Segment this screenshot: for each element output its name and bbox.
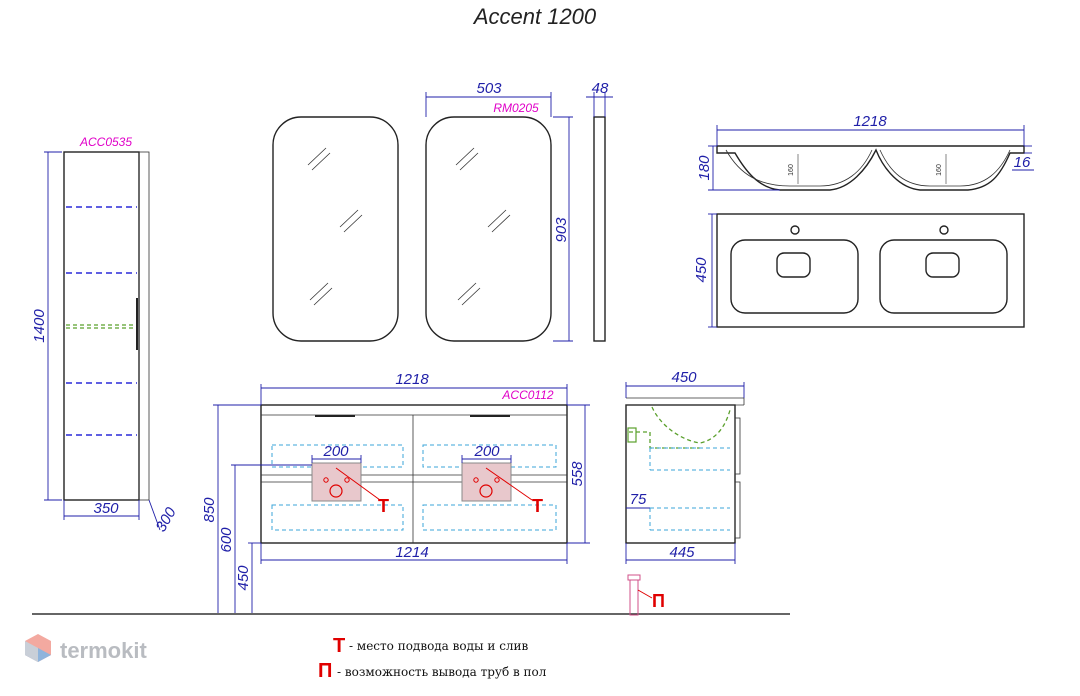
inlet-zone-dimension-left [311, 455, 362, 463]
cabinet-width-dimension [63, 500, 140, 520]
legend-floor-text: - возможность вывода труб в пол [337, 665, 547, 679]
vanity-side-view [625, 397, 745, 544]
vanity-height-label: 558 [569, 461, 586, 487]
sink-lip-dimension [1012, 145, 1034, 171]
water-inlet-zone-right [461, 462, 533, 502]
mirror-side-view [586, 92, 613, 342]
legend-floor-marker: П [318, 660, 332, 682]
sink-top-view [716, 213, 1025, 328]
inlet-zone-right-label: 200 [473, 443, 500, 460]
vanity-height-dimension [567, 404, 590, 544]
vanity-bottom-width-label: 1214 [395, 544, 428, 561]
inlet-zone-left-label: 200 [322, 443, 349, 460]
sink-depth-label: 450 [693, 257, 710, 283]
water-marker-right: Т [532, 496, 543, 516]
vanity-width-dimension [260, 384, 568, 405]
legend: Т - место подвода воды и слив П - возмож… [318, 635, 547, 682]
mirror-right [425, 116, 552, 342]
side-offset-label: 75 [630, 491, 647, 508]
floor-to-bottom-label: 450 [235, 565, 252, 591]
vanity-front-view [260, 404, 568, 544]
drawing-title: Accent 1200 [472, 4, 597, 29]
brand-hexagon-icon [25, 634, 51, 662]
sink-depth-dimension [708, 213, 717, 328]
side-depth-label: 450 [671, 369, 697, 386]
side-depth-dimension [625, 382, 745, 398]
floor-marker: П [652, 591, 665, 611]
floor-height-dimensions [213, 404, 312, 613]
tall-cabinet [63, 151, 150, 501]
mirror-depth-label: 48 [592, 80, 609, 97]
mirror-height-dimension [553, 116, 573, 342]
sink-height-label: 180 [696, 155, 713, 181]
vanity-bottom-width-dimension [260, 543, 568, 564]
side-bottom-depth-label: 445 [669, 544, 695, 561]
side-bottom-depth-dimension [625, 543, 736, 564]
mirror-height-label: 903 [553, 217, 570, 243]
sink-width-dimension [716, 125, 1025, 146]
sink-lip-label: 16 [1014, 154, 1031, 171]
sink-height-dimension [708, 145, 780, 191]
mirror-width-label: 503 [476, 80, 502, 97]
cabinet-width-label: 350 [93, 500, 119, 517]
floor-to-inlet-label: 600 [218, 527, 235, 553]
legend-water-text: - место подвода воды и слив [349, 639, 529, 653]
cabinet-height-dimension [44, 151, 62, 501]
sink-width-label: 1218 [853, 113, 887, 130]
cabinet-depth-leader [148, 499, 161, 531]
mirror-width-dimension [425, 92, 552, 117]
brand-name: termokit [60, 638, 147, 663]
mirror-left [272, 116, 399, 342]
sink-bowl-depth-left: 160 [788, 164, 795, 176]
vanity-width-label: 1218 [395, 371, 429, 388]
water-inlet-zone-left [311, 462, 381, 502]
water-marker-left: Т [378, 496, 389, 516]
sink-section-view [716, 145, 1025, 191]
mirror-code: RM0205 [493, 101, 539, 115]
vanity-code: ACC0112 [501, 388, 553, 402]
sink-bowl-depth-right: 160 [936, 164, 943, 176]
floor-to-top-label: 850 [201, 497, 218, 523]
floor-pipe [627, 574, 653, 616]
cabinet-code: ACC0535 [79, 135, 132, 149]
brand-logo: termokit [25, 634, 147, 663]
cabinet-height-label: 1400 [31, 309, 48, 343]
legend-water-marker: Т [333, 635, 345, 657]
cabinet-depth-label: 300 [152, 504, 180, 535]
inlet-zone-dimension-right [461, 455, 512, 463]
